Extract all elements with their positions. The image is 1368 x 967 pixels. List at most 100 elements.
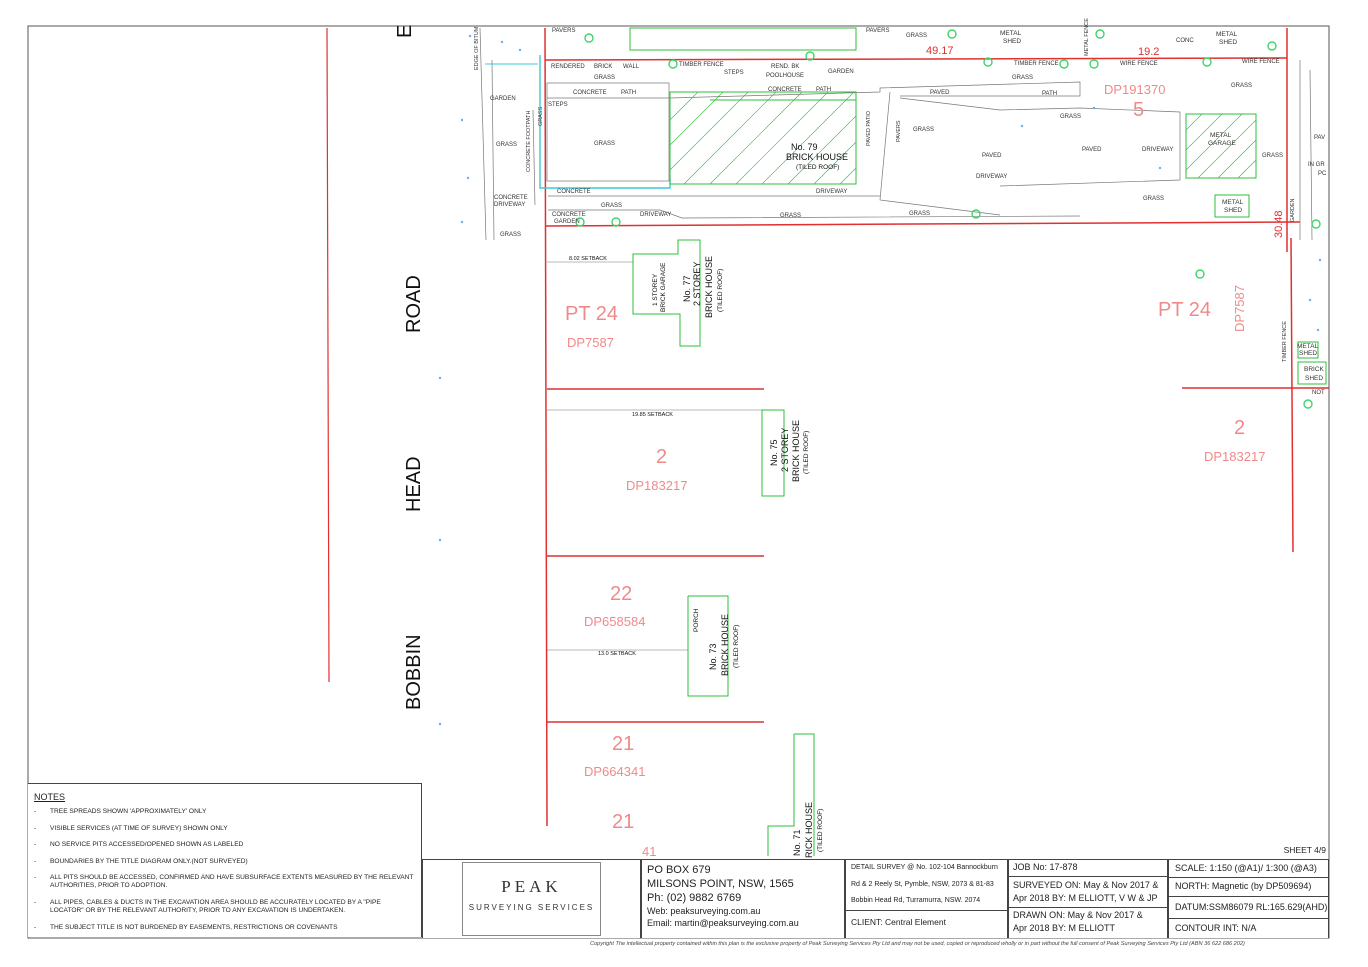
shed-labels: METAL SHED METAL SHED METAL GARAGE METAL… (1000, 30, 1325, 382)
contour-interval: CONTOUR INT: N/A (1175, 923, 1257, 933)
lot-7: 5 (1133, 99, 1144, 121)
job-number: JOB No: 17-878 (1013, 862, 1078, 872)
svg-text:CONCRETE FOOTPATH: CONCRETE FOOTPATH (526, 110, 532, 172)
svg-text:WIRE FENCE: WIRE FENCE (1120, 61, 1158, 67)
plan-4: DP664341 (584, 764, 645, 779)
suburb: MILSONS POINT, NSW, 1565 (647, 878, 794, 890)
note-item: TREE SPREADS SHOWN 'APPROXIMATELY' ONLY (34, 808, 414, 816)
svg-text:CONCRETE: CONCRETE (557, 189, 591, 195)
house-77-type2: BRICK HOUSE (704, 256, 714, 318)
svg-text:GRASS: GRASS (913, 127, 934, 133)
logo-sub: SURVEYING SERVICES (468, 903, 595, 912)
house-77-no: No. 77 (682, 275, 692, 302)
svg-text:CONC: CONC (1176, 38, 1194, 44)
lot-4: 21 (612, 733, 634, 755)
house-73-no: No. 73 (708, 643, 718, 670)
svg-text:GARDEN: GARDEN (554, 219, 580, 225)
svg-text:EDGE OF BITUM: EDGE OF BITUM (474, 26, 480, 70)
svg-text:PAVED PATIO: PAVED PATIO (866, 110, 872, 146)
house-75-no: No. 75 (769, 439, 779, 466)
dim-30-48: 30.48 (1273, 210, 1285, 238)
svg-text:METAL: METAL (1210, 132, 1232, 139)
plan-2: DP183217 (626, 478, 687, 493)
note-item: THE SUBJECT TITLE IS NOT BURDENED BY EAS… (34, 924, 414, 932)
plan-9: DP183217 (1204, 449, 1265, 464)
logo-brand: PEAK (501, 877, 562, 896)
house-75-type2: BRICK HOUSE (791, 420, 801, 482)
house-77-type: 2 STOREY (692, 262, 702, 306)
svg-text:GARDEN: GARDEN (828, 69, 854, 75)
svg-text:GARAGE: GARAGE (1208, 140, 1236, 147)
lot-8: PT 24 (1158, 299, 1211, 321)
svg-text:GRASS: GRASS (500, 232, 521, 238)
house-77-setback: 8.02 SETBACK (569, 256, 607, 262)
road-centre-line (326, 27, 330, 683)
note-item: NO SERVICE PITS ACCESSED/OPENED SHOWN AS… (34, 841, 414, 849)
svg-text:GRASS: GRASS (601, 203, 622, 209)
svg-text:PATH: PATH (1042, 91, 1057, 97)
drawn-on-2: Apr 2018 BY: M ELLIOTT (1013, 923, 1116, 933)
svg-text:STEPS: STEPS (548, 102, 568, 108)
boundary-lines (544, 27, 1329, 827)
surveyed-on-1: SURVEYED ON: May & Nov 2017 & (1013, 880, 1159, 890)
lot-9: 2 (1234, 417, 1245, 439)
house-79-roof: (TILED ROOF) (796, 164, 839, 171)
lot-5: 21 (612, 811, 634, 833)
house-71-roof: (TILED ROOF) (817, 809, 824, 852)
svg-text:METAL: METAL (1297, 343, 1319, 350)
svg-text:GRASS: GRASS (909, 211, 930, 217)
lot-labels: PT 24 DP7587 2 DP183217 22 DP658584 21 D… (565, 82, 1265, 859)
house-labels: No. 79 BRICK HOUSE (TILED ROOF) 1 STOREY… (569, 142, 848, 858)
house-71-type: RICK HOUSE (804, 802, 814, 858)
road-label-road: ROAD (403, 275, 425, 333)
title-block-job: JOB No: 17-878 SURVEYED ON: May & Nov 20… (1008, 859, 1168, 938)
north: NORTH: Magnetic (by DP509694) (1175, 881, 1312, 891)
svg-text:CONCRETE: CONCRETE (573, 90, 607, 96)
svg-text:GRASS: GRASS (1060, 114, 1081, 120)
svg-text:SHED: SHED (1305, 375, 1323, 382)
lot-3: 22 (610, 583, 632, 605)
svg-text:WALL: WALL (623, 64, 640, 70)
svg-text:TIMBER FENCE: TIMBER FENCE (1282, 321, 1288, 362)
svg-text:DRIVEWAY: DRIVEWAY (976, 174, 1007, 180)
plan-1: DP7587 (567, 335, 614, 350)
house-73-type: BRICK HOUSE (720, 614, 730, 676)
svg-text:SHED: SHED (1003, 38, 1021, 45)
svg-text:SHED: SHED (1224, 207, 1242, 214)
client: CLIENT: Central Element (851, 917, 946, 927)
svg-text:BRICK: BRICK (1304, 366, 1325, 373)
scale: SCALE: 1:150 (@A1)/ 1:300 (@A3) (1175, 863, 1317, 873)
svg-text:GARDEN: GARDEN (1290, 198, 1296, 222)
svg-text:METAL: METAL (1222, 199, 1244, 206)
survey-line-3: Bobbin Head Rd, Turramurra, NSW. 2074 (851, 897, 981, 904)
notes-list: TREE SPREADS SHOWN 'APPROXIMATELY' ONLY … (34, 808, 414, 940)
svg-text:GRASS: GRASS (906, 33, 927, 39)
survey-line-1: DETAIL SURVEY @ No. 102-104 Bannockburn (851, 864, 998, 871)
house-73-roof: (TILED ROOF) (733, 625, 740, 668)
title-block-scale: SCALE: 1:150 (@A1)/ 1:300 (@A3) NORTH: M… (1168, 859, 1329, 938)
trees (575, 29, 1321, 409)
house-75-type: 2 STOREY (780, 428, 790, 472)
setback-lines (547, 261, 762, 651)
dim-49-17: 49.17 (926, 45, 954, 57)
svg-text:CONCRETE: CONCRETE (552, 212, 586, 218)
house-79-no: No. 79 (791, 142, 818, 152)
svg-text:PATH: PATH (816, 87, 831, 93)
house-77-garage1: 1 STOREY (652, 273, 659, 306)
svg-text:GRASS: GRASS (780, 213, 801, 219)
phone: Ph: (02) 9882 6769 (647, 892, 742, 904)
svg-text:GRASS: GRASS (594, 75, 615, 81)
svg-text:IN GR: IN GR (1308, 162, 1325, 168)
dim-19-2: 19.2 (1138, 46, 1159, 58)
survey-line-2: Rd & 2 Reely St, Pymble, NSW, 2073 & 81-… (851, 881, 994, 888)
email-link[interactable]: Email: martin@peaksurveying.com.au (647, 918, 799, 928)
svg-text:PAVED: PAVED (930, 90, 950, 96)
house-73-porch: PORCH (693, 608, 700, 632)
svg-text:GRASS: GRASS (594, 141, 615, 147)
surveyed-on-2: Apr 2018 BY: M ELLIOTT, V W & JP (1013, 893, 1158, 903)
note-item: BOUNDARIES BY THE TITLE DIAGRAM ONLY.(NO… (34, 858, 414, 866)
house-75-roof: (TILED ROOF) (803, 431, 810, 474)
web-link[interactable]: Web: peaksurveying.com.au (647, 906, 761, 916)
svg-text:NOT: NOT (1312, 390, 1325, 396)
